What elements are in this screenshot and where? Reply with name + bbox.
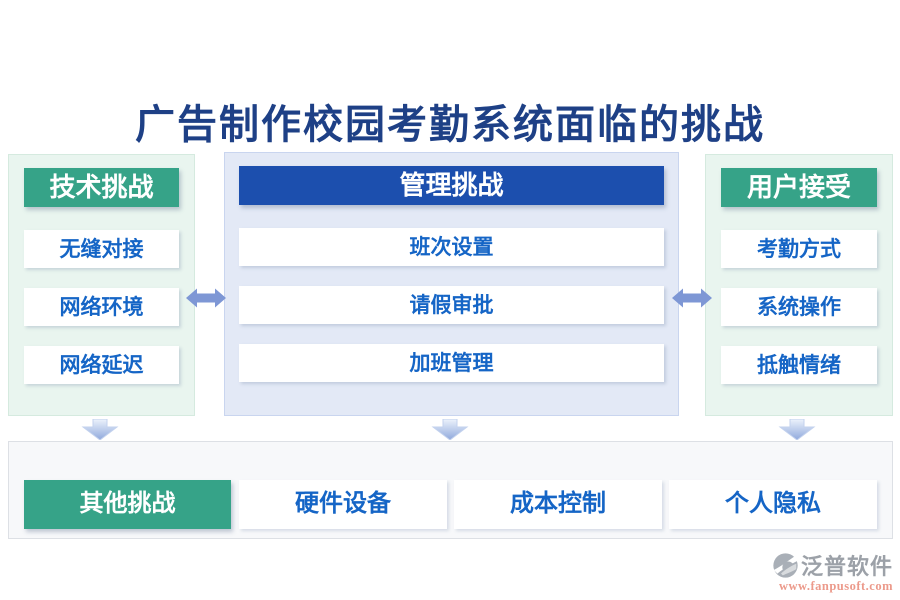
column-header-user: 用户接受 — [721, 168, 877, 207]
list-item: 请假审批 — [239, 286, 664, 324]
list-item: 网络延迟 — [24, 346, 179, 384]
list-item: 系统操作 — [721, 288, 877, 326]
brand-url: www.fanpusoft.com — [778, 579, 893, 593]
panel-other-challenges: 其他挑战 硬件设备 成本控制 个人隐私 — [8, 441, 893, 539]
panel-user-acceptance: 用户接受 考勤方式 系统操作 抵触情绪 — [705, 154, 893, 416]
column-header-tech: 技术挑战 — [24, 168, 179, 207]
list-item: 硬件设备 — [239, 480, 447, 529]
list-item: 成本控制 — [454, 480, 662, 529]
double-arrow-icon — [186, 288, 226, 308]
column-header-management: 管理挑战 — [239, 166, 664, 205]
double-arrow-icon — [672, 288, 712, 308]
list-item: 考勤方式 — [721, 230, 877, 268]
brand-name: 泛普软件 — [800, 554, 893, 579]
list-item: 抵触情绪 — [721, 346, 877, 384]
down-arrow-icon — [778, 419, 816, 440]
panel-tech-challenges: 技术挑战 无缝对接 网络环境 网络延迟 — [8, 154, 195, 416]
list-item: 班次设置 — [239, 228, 664, 266]
footer-brand: 泛普软件 www.fanpusoft.com — [743, 552, 893, 594]
list-item: 个人隐私 — [669, 480, 877, 529]
list-item: 加班管理 — [239, 344, 664, 382]
down-arrow-icon — [431, 419, 469, 440]
list-item: 网络环境 — [24, 288, 179, 326]
bottom-header-other: 其他挑战 — [24, 480, 231, 529]
list-item: 无缝对接 — [24, 230, 179, 268]
page-title: 广告制作校园考勤系统面临的挑战 — [135, 102, 765, 147]
brand-logo-icon — [773, 553, 798, 578]
panel-management-challenges: 管理挑战 班次设置 请假审批 加班管理 — [224, 152, 679, 416]
down-arrow-icon — [81, 419, 119, 440]
